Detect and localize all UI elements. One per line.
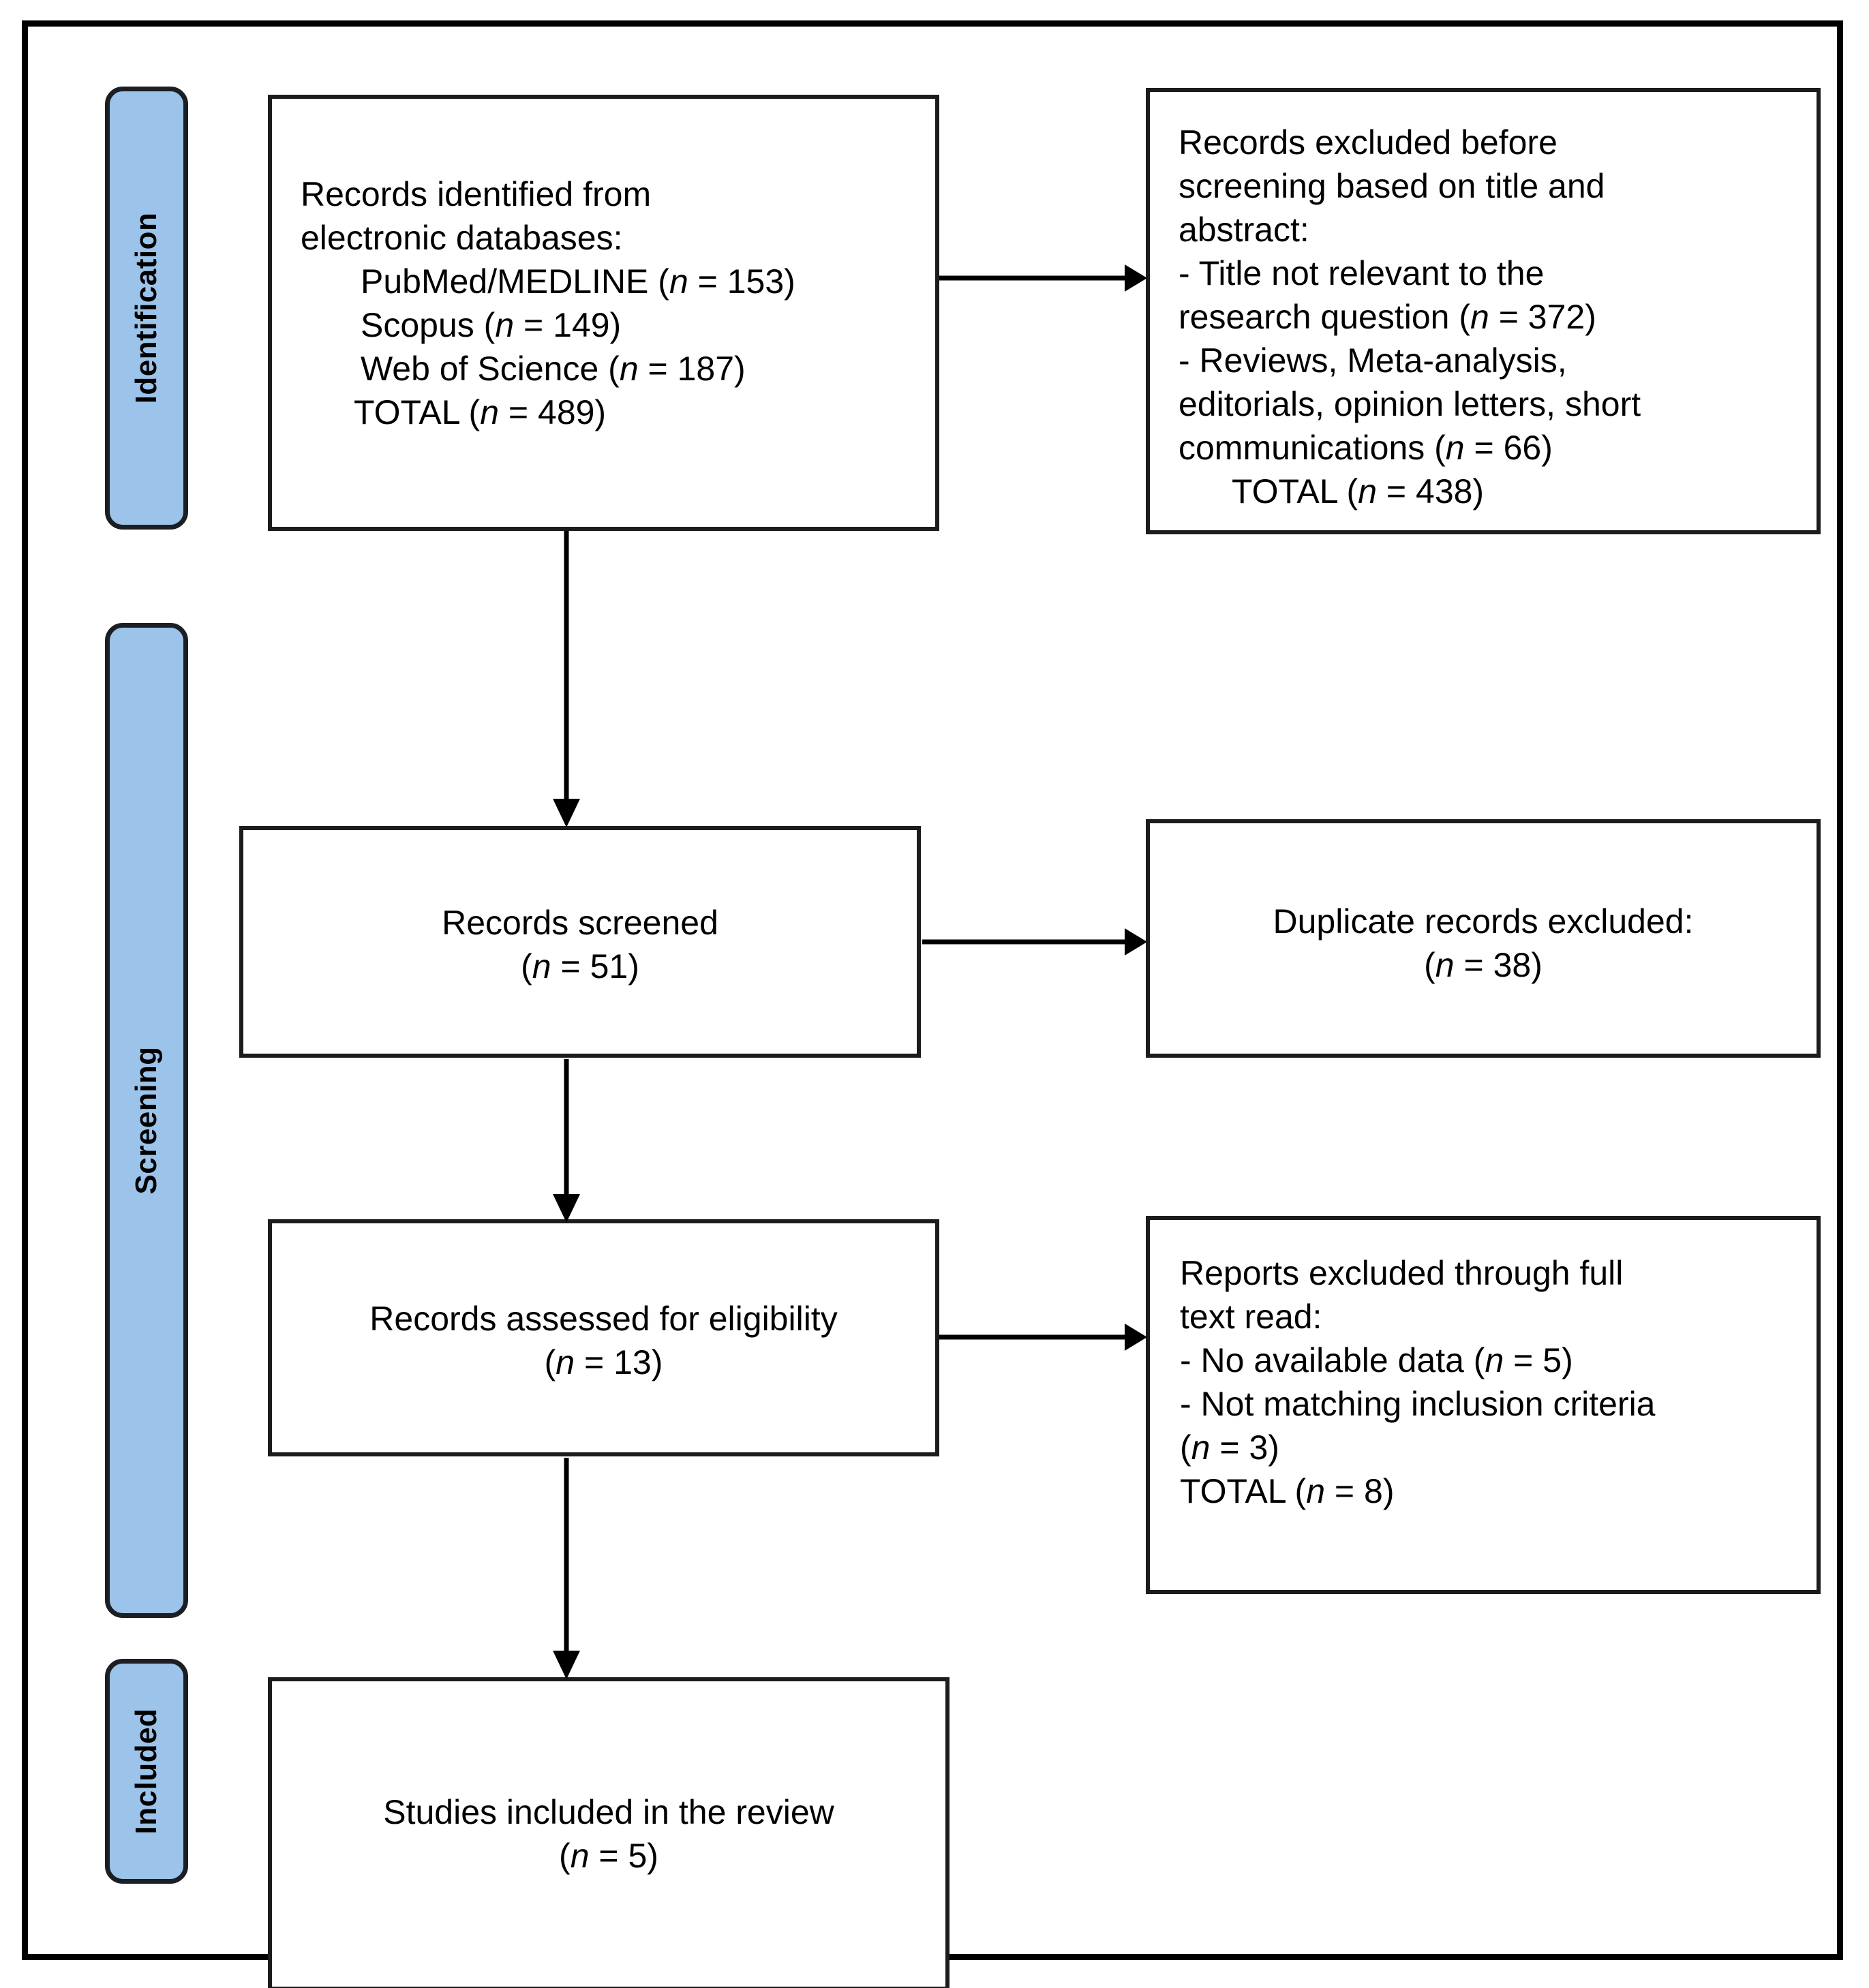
box-duplicate-records-excluded-text: Duplicate records excluded: (n = 38) <box>1150 900 1817 987</box>
box-records-excluded-before-screening-text: Records excluded before screening based o… <box>1179 121 1799 513</box>
box-text-line: Scopus (n = 149) <box>361 306 622 344</box>
box-text-line: (n = 13) <box>544 1343 663 1381</box>
stage-band-identification-label: Identification <box>130 212 163 404</box>
box-text-line: Records identified from <box>301 175 652 213</box>
box-records-screened-text: Records screened (n = 51) <box>243 901 917 988</box>
arrow-screened-to-eligibility-icon <box>551 1059 582 1223</box>
box-text-line: TOTAL (n = 489) <box>354 393 607 431</box>
arrow-identified-to-excluded-icon <box>939 262 1147 294</box>
box-text-line: - Not matching inclusion criteria <box>1180 1385 1656 1423</box>
box-text-line: (n = 3) <box>1180 1428 1279 1467</box>
box-reports-excluded-full-text-text: Reports excluded through full text read: -… <box>1180 1251 1800 1513</box>
box-text-line: communications (n = 66) <box>1179 429 1553 467</box>
figure-outer-frame: Identification Screening Included Record… <box>22 20 1843 1988</box>
arrow-identified-to-screened-icon <box>551 531 582 827</box>
arrow-screened-to-duplicates-icon <box>922 926 1147 958</box>
box-text-line: research question (n = 372) <box>1179 298 1596 336</box>
box-text-line: electronic databases: <box>301 219 623 257</box>
box-text-line: PubMed/MEDLINE (n = 153) <box>361 262 795 301</box>
box-text-line: editorials, opinion letters, short <box>1179 385 1641 423</box>
box-records-identified-text: Records identified from electronic databa… <box>301 172 914 434</box>
stage-band-screening-label: Screening <box>130 1046 163 1195</box>
arrow-eligibility-to-excluded-full-icon <box>939 1321 1147 1353</box>
box-text-line: (n = 51) <box>521 947 639 985</box>
stage-band-included-label: Included <box>130 1708 163 1835</box>
box-text-line: Studies included in the review <box>383 1793 834 1831</box>
box-duplicate-records-excluded: Duplicate records excluded: (n = 38) <box>1146 819 1821 1058</box>
box-text-line: screening based on title and <box>1179 167 1605 205</box>
box-reports-excluded-full-text: Reports excluded through full text read: -… <box>1146 1216 1821 1594</box>
box-text-line: (n = 38) <box>1424 946 1543 984</box>
box-text-line: abstract: <box>1179 211 1309 249</box>
stage-band-screening: Screening <box>105 623 188 1618</box>
box-text-line: Records excluded before <box>1179 123 1558 162</box>
box-text-line: - Reviews, Meta-analysis, <box>1179 341 1567 380</box>
box-text-line: Web of Science (n = 187) <box>361 350 746 388</box>
box-text-line: - No available data (n = 5) <box>1180 1341 1573 1379</box>
box-records-excluded-before-screening: Records excluded before screening based o… <box>1146 88 1821 534</box>
box-text-line: TOTAL (n = 438) <box>1232 472 1485 510</box>
box-text-line: (n = 5) <box>559 1837 658 1875</box>
box-text-line: Reports excluded through full <box>1180 1254 1624 1292</box>
box-text-line: Records assessed for eligibility <box>369 1300 838 1338</box>
box-records-screened: Records screened (n = 51) <box>239 826 921 1058</box>
box-records-assessed-for-eligibility: Records assessed for eligibility (n = 13) <box>268 1219 939 1456</box>
stage-band-identification: Identification <box>105 87 188 530</box>
box-text-line: - Title not relevant to the <box>1179 254 1545 292</box>
box-text-line: Duplicate records excluded: <box>1273 902 1694 941</box>
box-studies-included: Studies included in the review (n = 5) <box>268 1677 949 1988</box>
box-records-identified: Records identified from electronic databa… <box>268 95 939 531</box>
box-text-line: Records screened <box>442 904 718 942</box>
box-records-assessed-for-eligibility-text: Records assessed for eligibility (n = 13) <box>272 1297 935 1384</box>
stage-band-included: Included <box>105 1659 188 1884</box>
box-studies-included-text: Studies included in the review (n = 5) <box>272 1790 945 1878</box>
box-text-line: TOTAL (n = 8) <box>1180 1472 1395 1510</box>
box-text-line: text read: <box>1180 1298 1322 1336</box>
arrow-eligibility-to-included-icon <box>551 1458 582 1679</box>
